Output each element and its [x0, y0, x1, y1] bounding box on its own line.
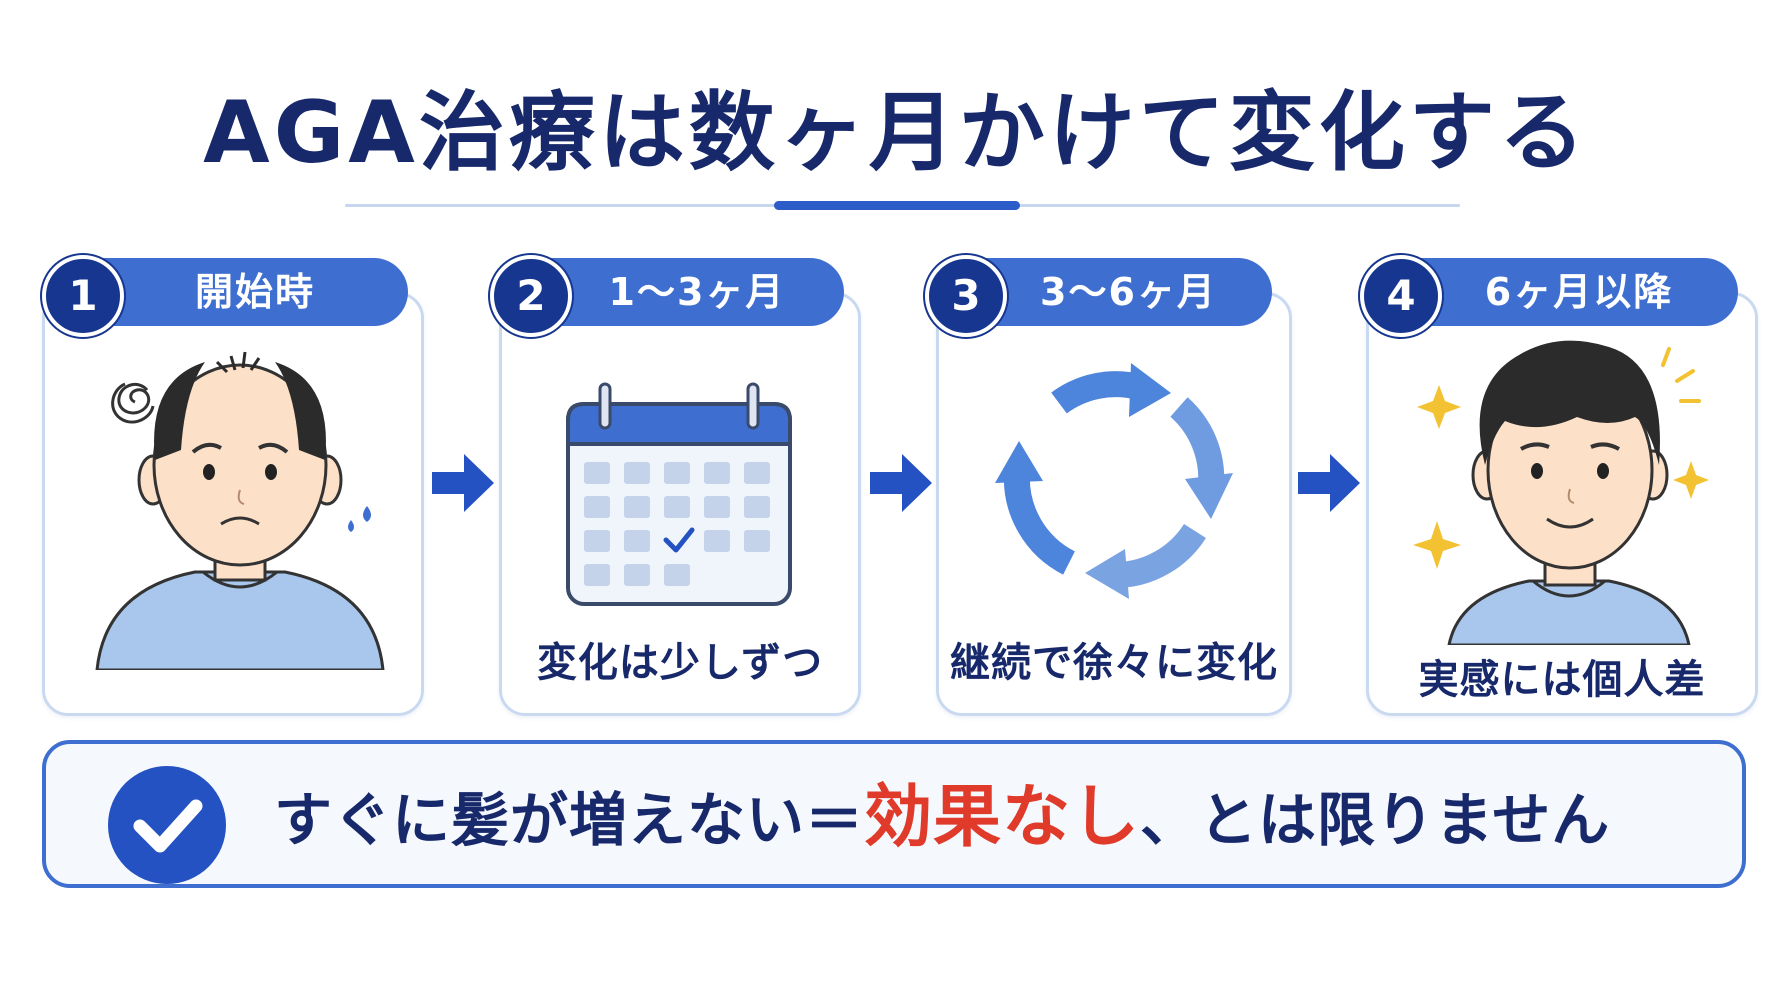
- cycle-arrows-icon: [995, 363, 1233, 599]
- step-number-badge-2: 2: [490, 255, 572, 337]
- step-pill-1: 1 開始時: [42, 255, 408, 337]
- step-card-1: [42, 292, 424, 716]
- step-card-2: 変化は少しずつ: [499, 292, 861, 716]
- checkmark-icon: [133, 799, 203, 853]
- step-pill-2: 2 1〜3ヶ月: [490, 255, 844, 337]
- confused-face-icon: [95, 351, 385, 670]
- step-caption-2: 変化は少しずつ: [536, 640, 824, 686]
- right-arrow-icon: [870, 454, 932, 512]
- step-label-4: 6ヶ月以降: [1484, 270, 1674, 314]
- calendar-check-icon: [566, 382, 792, 606]
- key-message-box: すぐに髪が増えない＝効果なし、とは限りません: [42, 740, 1746, 888]
- check-badge: [108, 766, 226, 884]
- step-label-1: 開始時: [194, 270, 315, 314]
- right-arrow-icon: [1298, 454, 1360, 512]
- step-caption-3: 継続で徐々に変化: [950, 640, 1278, 686]
- step-pill-3: 3 3〜6ヶ月: [925, 255, 1272, 337]
- title-divider-accent: [774, 201, 1020, 210]
- step-number-badge-4: 4: [1360, 255, 1442, 337]
- step-pill-4: 4 6ヶ月以降: [1360, 255, 1738, 337]
- step-card-3: 継続で徐々に変化: [936, 292, 1292, 716]
- key-message-lead: すぐに髪が増えない＝: [274, 786, 865, 854]
- key-message-highlight: 効果なし: [864, 778, 1141, 857]
- happy-face-icon: [1413, 340, 1709, 645]
- step-card-4: 実感には個人差: [1366, 292, 1758, 716]
- key-message: すぐに髪が増えない＝効果なし、とは限りません: [274, 758, 1610, 878]
- page-title: AGA治療は数ヶ月かけて変化する: [203, 83, 1589, 183]
- step-label-3: 3〜6ヶ月: [1040, 270, 1217, 314]
- step-caption-4: 実感には個人差: [1418, 657, 1706, 703]
- step-number-badge-1: 1: [42, 255, 124, 337]
- step-number-badge-3: 3: [925, 255, 1007, 337]
- step-label-2: 1〜3ヶ月: [608, 270, 786, 314]
- right-arrow-icon: [432, 454, 494, 512]
- key-message-tail: 、とは限りません: [1140, 786, 1611, 854]
